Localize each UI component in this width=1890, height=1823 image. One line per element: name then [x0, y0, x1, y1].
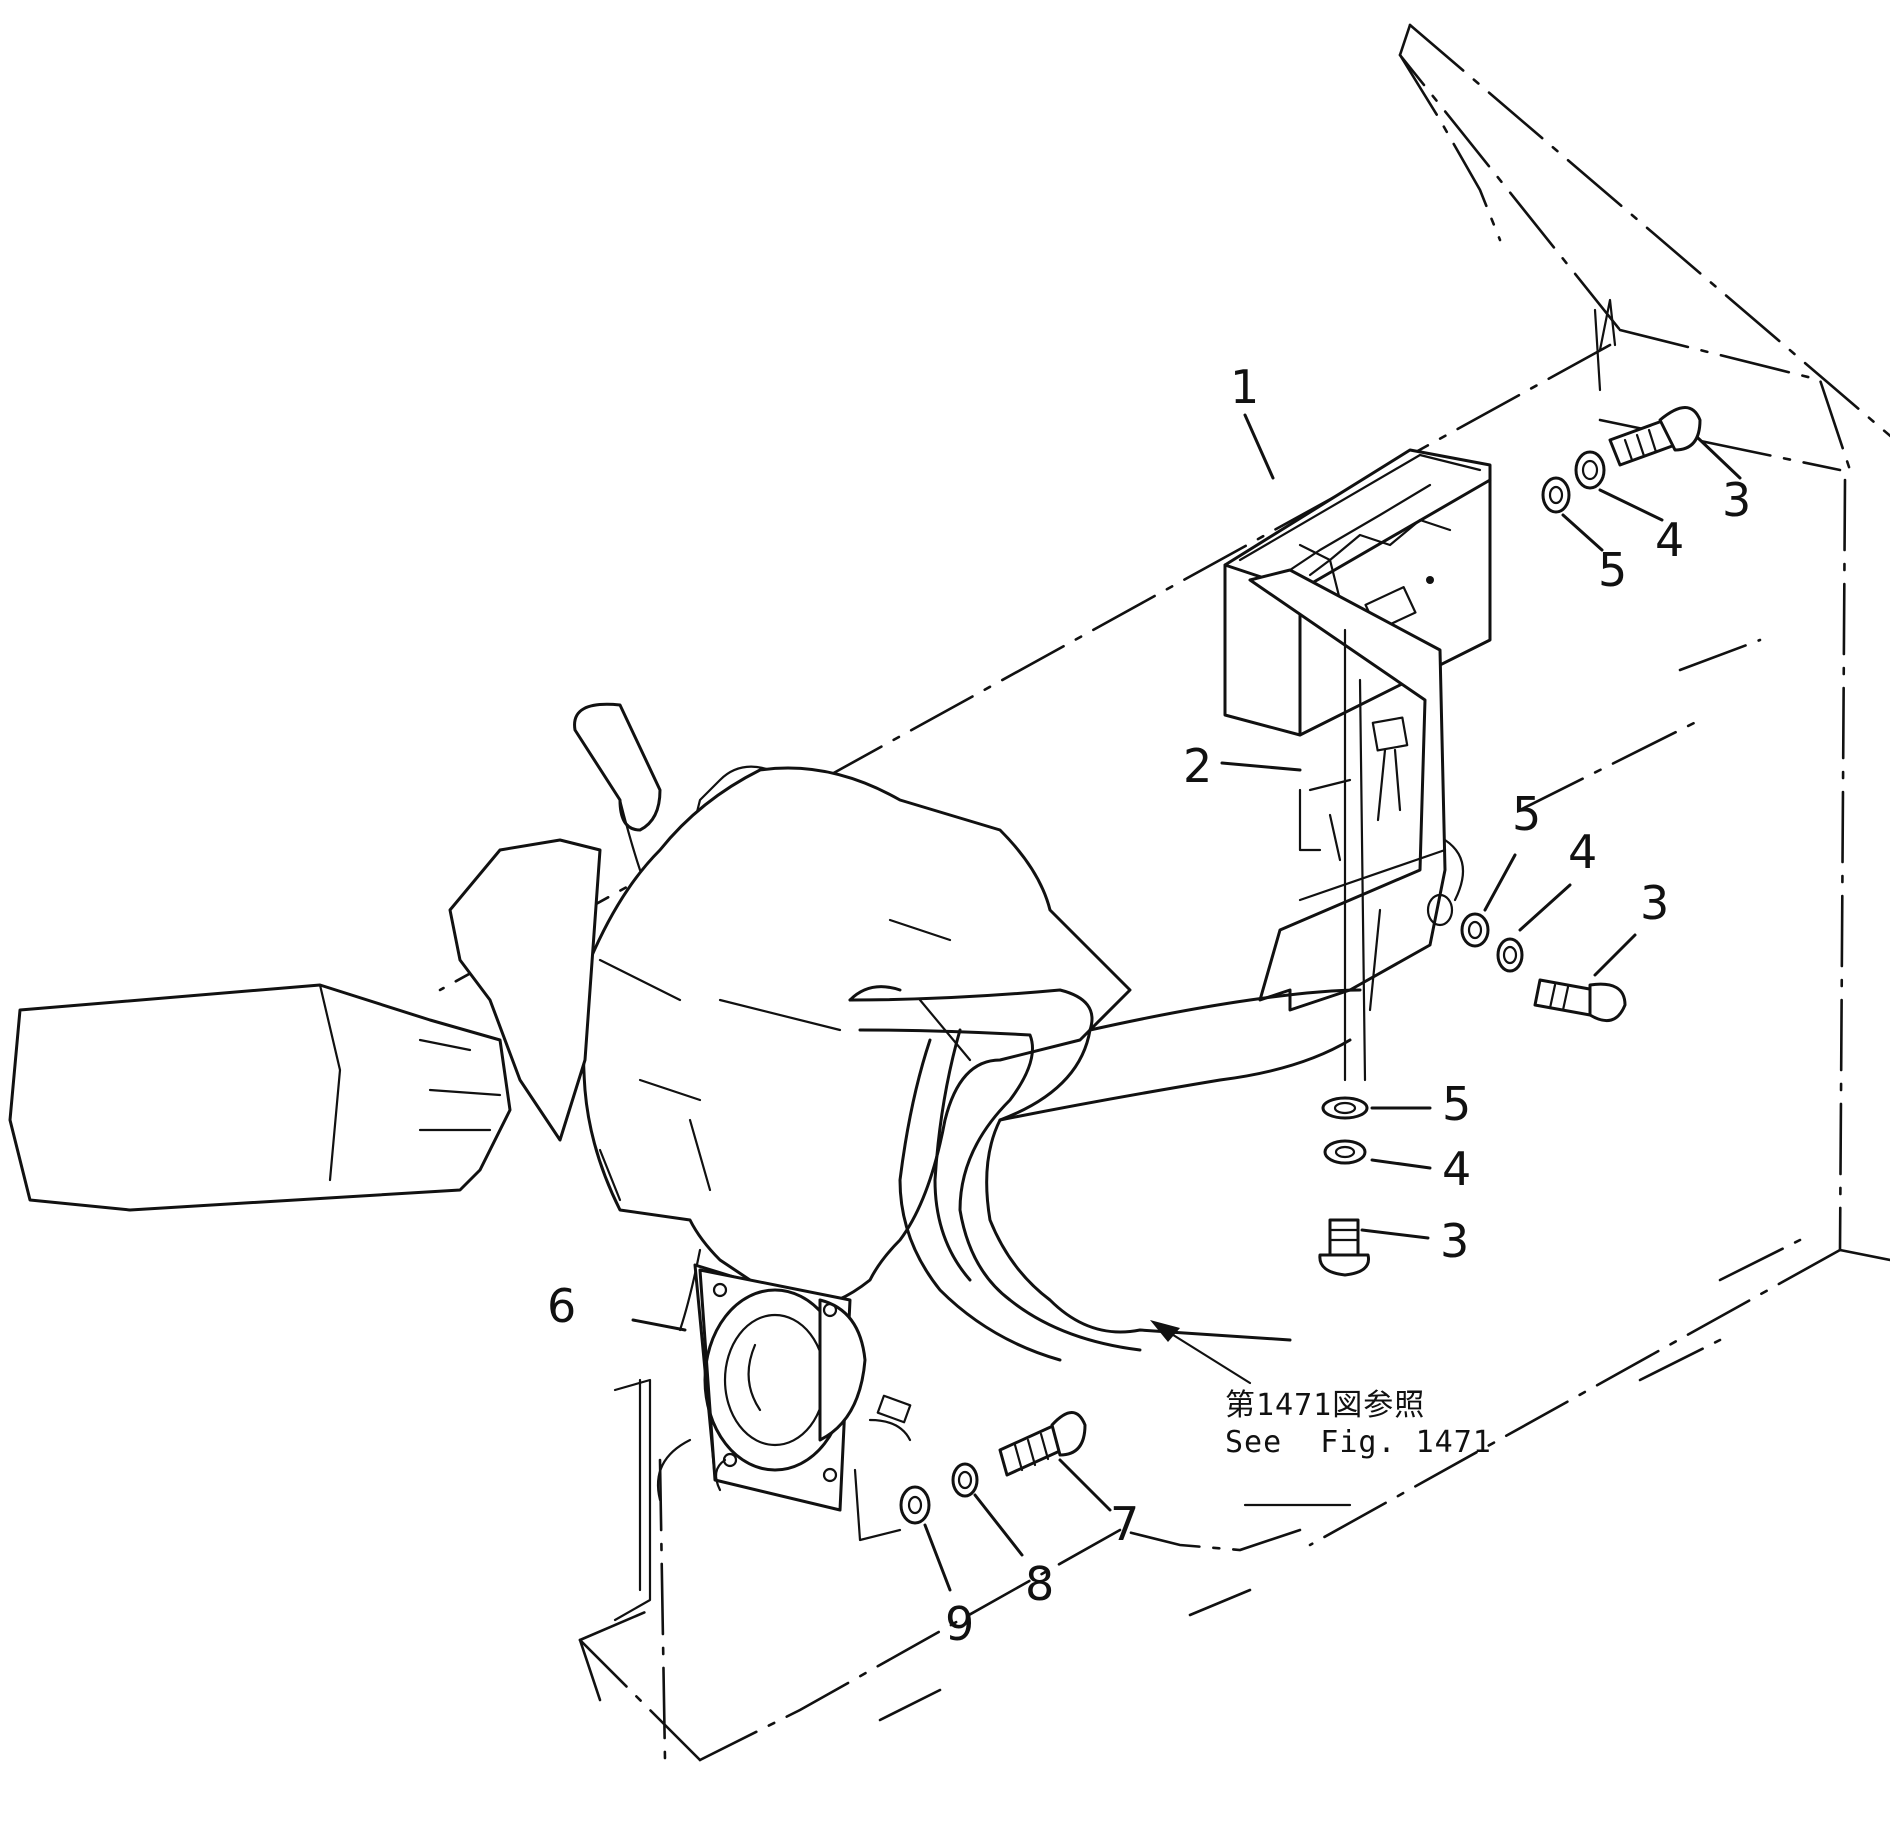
lock-washer-speaker	[951, 1462, 979, 1498]
callout-5c: 5	[1442, 1077, 1471, 1131]
wire-harness	[848, 985, 1362, 1362]
harness-bracket	[1220, 568, 1465, 1082]
callout-6: 6	[547, 1279, 576, 1333]
callout-4a: 4	[1655, 513, 1684, 567]
reference-note-en: See Fig. 1471	[1225, 1425, 1492, 1460]
washer-bottom	[1321, 1096, 1369, 1120]
bolt-bottom	[1318, 1218, 1371, 1277]
control-lever-assembly	[8, 702, 1132, 1332]
reference-note: 第1471図参照 See Fig. 1471	[1225, 1388, 1492, 1460]
callout-2: 2	[1183, 739, 1212, 793]
callout-3a: 3	[1722, 473, 1751, 527]
callout-4c: 4	[1442, 1142, 1471, 1196]
callout-7: 7	[1110, 1497, 1139, 1551]
callout-3b: 3	[1640, 876, 1669, 930]
callout-5a: 5	[1598, 543, 1627, 597]
lock-washer-middle	[1496, 937, 1524, 973]
reference-arrow	[1150, 1320, 1352, 1507]
washer-middle	[1460, 912, 1490, 948]
lock-washer-upper	[1574, 450, 1606, 490]
callout-labels: 1 2 3 3 3 4 4 4 5 5 5 6 7 8 9	[547, 360, 1751, 1651]
screw-speaker	[998, 1411, 1087, 1477]
callout-5b: 5	[1512, 787, 1541, 841]
fasteners	[899, 406, 1742, 1592]
callout-1: 1	[1230, 360, 1259, 414]
console-body	[438, 23, 1890, 1762]
callout-9: 9	[945, 1597, 974, 1651]
callout-4b: 4	[1568, 825, 1597, 879]
callout-8: 8	[1025, 1557, 1054, 1611]
washer-speaker	[899, 1485, 931, 1525]
callout-3c: 3	[1440, 1214, 1469, 1268]
bolt-upper	[1608, 406, 1702, 467]
lock-washer-bottom	[1323, 1139, 1367, 1165]
reference-note-jp: 第1471図参照	[1225, 1388, 1425, 1423]
lower-panel	[613, 1378, 902, 1622]
speaker	[631, 1263, 912, 1512]
washer-upper	[1541, 476, 1571, 514]
bolt-middle	[1533, 978, 1627, 1023]
